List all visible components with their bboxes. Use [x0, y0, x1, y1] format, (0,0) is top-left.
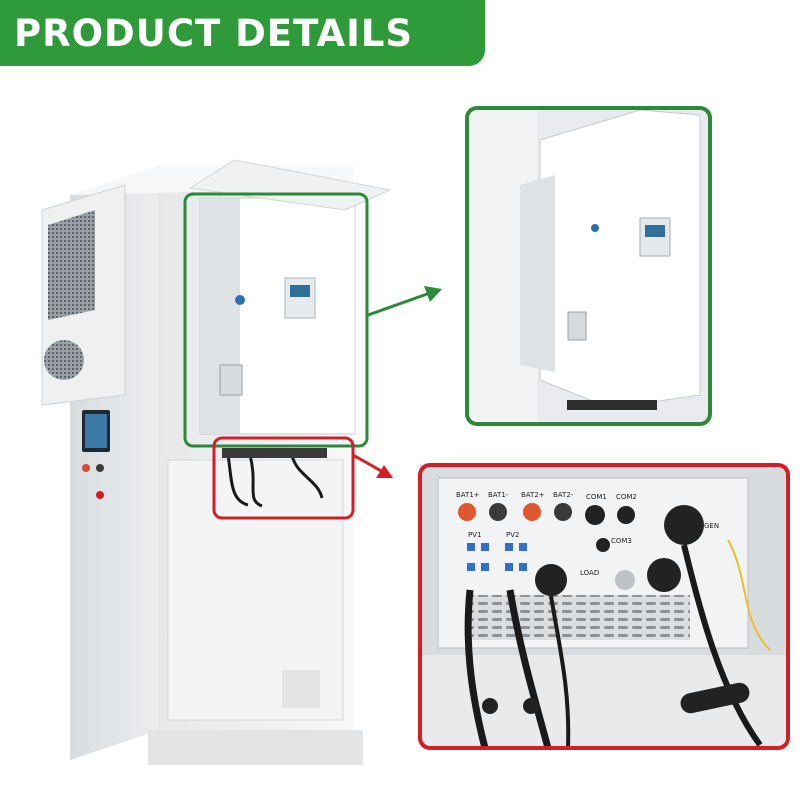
label-load: LOAD [580, 569, 599, 577]
label-com3: COM3 [611, 537, 632, 545]
inverter-closeup [467, 108, 710, 424]
banner-title: PRODUCT DETAILS [14, 11, 414, 55]
inverter-highlight-frame [183, 192, 369, 448]
cabinet [41, 159, 392, 765]
label-bat2-pos: BAT2+ [521, 491, 545, 499]
ports-highlight-frame [212, 436, 355, 520]
label-pv1: PV1 [468, 531, 481, 539]
label-bat1-pos: BAT1+ [456, 491, 480, 499]
label-com1: COM1 [586, 493, 607, 501]
callout-arrow-inverter [367, 286, 442, 317]
label-gen: GEN [704, 522, 719, 530]
ports-closeup: BAT1+ BAT1- BAT2+ BAT2- COM1 COM2 COM3 P… [420, 465, 788, 749]
label-pv2: PV2 [506, 531, 519, 539]
label-bat1-neg: BAT1- [488, 491, 509, 499]
label-bat2-neg: BAT2- [553, 491, 574, 499]
header-banner: PRODUCT DETAILS [0, 0, 485, 66]
label-com2: COM2 [616, 493, 637, 501]
callout-arrow-ports [352, 453, 393, 478]
